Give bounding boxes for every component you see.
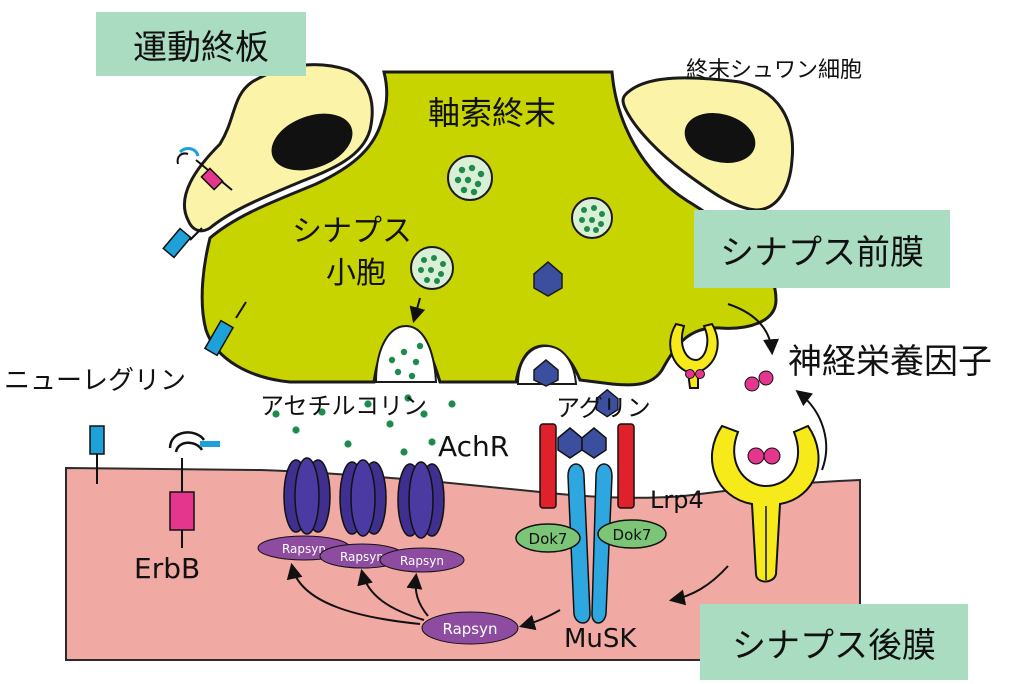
neurotrophic-factor-free <box>744 370 774 392</box>
rapsyn-arrow-1 <box>286 562 421 625</box>
label-motor-endplate: 運動終板 <box>96 12 306 76</box>
synaptic-vesicle-1 <box>447 155 493 201</box>
label-neurotrophic-factor: 神経栄養因子 <box>788 342 992 382</box>
label-erbb: ErbB <box>134 552 201 585</box>
label-terminal-schwann-cell: 終末シュワン細胞 <box>686 58 863 83</box>
label-synaptic-vesicle-1: シナプス <box>292 214 412 249</box>
achr-receptor-2 <box>339 459 387 537</box>
agrin-bound <box>557 388 619 459</box>
rapsyn-arrow-3 <box>406 572 429 617</box>
agrin-hexagon-icon <box>533 261 563 297</box>
presynaptic-release-arrow <box>727 303 779 356</box>
rapsyn-free-label: Rapsyn <box>442 620 497 638</box>
label-achr: AchR <box>438 430 510 463</box>
synaptic-vesicle-3 <box>410 246 454 290</box>
dok7-right-label: Dok7 <box>613 526 652 544</box>
acetylcholine-molecules <box>272 394 456 456</box>
label-agrin: アグリン <box>556 394 651 422</box>
vesicle-arrow <box>409 297 426 324</box>
label-lrp4: Lrp4 <box>650 486 704 514</box>
label-presynaptic-membrane: シナプス前膜 <box>694 210 950 288</box>
musk-receptor <box>567 463 613 624</box>
label-musk: MuSK <box>564 624 637 654</box>
erbb-receptor-schwann <box>176 147 233 191</box>
synaptic-vesicle-2 <box>571 197 613 239</box>
label-acetylcholine: アセチルコリン <box>260 392 428 420</box>
rapsyn-2-label: Rapsyn <box>340 550 384 564</box>
dok7-left-label: Dok7 <box>529 530 568 548</box>
lrp4-receptor <box>539 423 635 509</box>
neuregulin-left-2 <box>203 301 247 357</box>
rapsyn-3-label: Rapsyn <box>400 554 444 568</box>
label-neuregulin: ニューレグリン <box>4 366 187 396</box>
achr-receptor-1 <box>283 457 331 535</box>
label-synaptic-vesicle-2: 小胞 <box>326 256 386 291</box>
rapsyn-arrow-2 <box>357 568 425 621</box>
muscle-release-arrow <box>795 390 828 471</box>
neurotrophic-receptor-presynaptic <box>669 322 719 389</box>
neuregulin-free <box>89 425 105 484</box>
dok7-left: Dok7 <box>515 523 581 553</box>
label-axon-terminal: 軸索終末 <box>428 94 557 132</box>
label-postsynaptic-membrane: シナプス後膜 <box>700 604 968 680</box>
schwann-nucleus-left <box>271 113 353 171</box>
schwann-nucleus-right <box>684 113 756 163</box>
rapsyn-3: Rapsyn <box>379 547 465 573</box>
neurotrophic-receptor-muscle <box>711 424 820 583</box>
neuregulin-left-1 <box>162 227 203 259</box>
dok7-right: Dok7 <box>597 519 667 549</box>
musk-to-rapsyn-arrow <box>518 609 561 631</box>
rapsyn-free: Rapsyn <box>421 611 519 645</box>
erbb-receptor-muscle <box>168 431 220 548</box>
neurotrophic-to-musk-arrow <box>668 565 729 606</box>
rapsyn-1-label: Rapsyn <box>282 542 326 556</box>
achr-receptor-3 <box>397 461 445 539</box>
